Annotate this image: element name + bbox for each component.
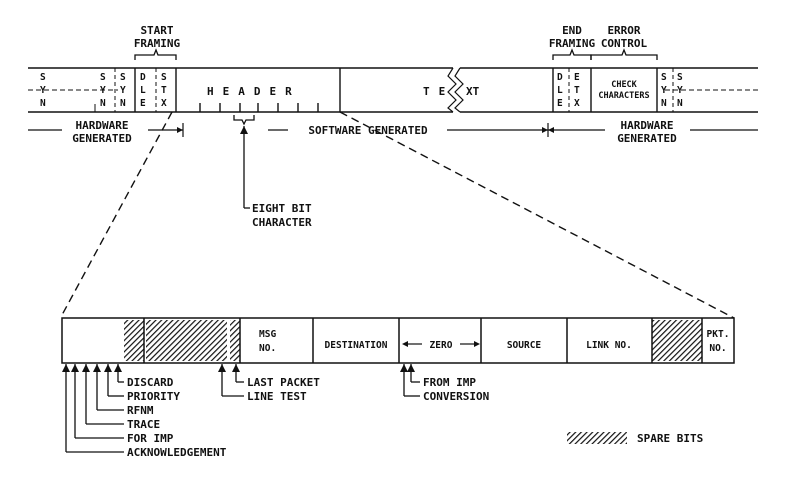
pkt-no-label-1: PKT. xyxy=(707,329,730,340)
hardware-generated-left-1: HARDWARE xyxy=(76,119,129,132)
flag-leaders xyxy=(65,364,420,453)
eight-bit-callout xyxy=(233,115,255,209)
syn-1-n: N xyxy=(40,98,46,109)
text-field-right: XT xyxy=(466,85,480,98)
dle-end-l: L xyxy=(557,85,563,96)
dle-end-d: D xyxy=(557,72,563,83)
pkt-no-label-2: NO. xyxy=(709,343,726,354)
check-label-1: CHECK xyxy=(611,80,637,90)
header-detail-box xyxy=(61,317,735,364)
syn-3-y: Y xyxy=(120,85,126,96)
etx-t: T xyxy=(574,85,580,96)
end-framing-label-1: END xyxy=(562,24,582,37)
top-frame xyxy=(28,67,758,113)
syn-end-2-y: Y xyxy=(677,85,683,96)
stx-t: T xyxy=(161,85,167,96)
eight-bit-label-2: CHARACTER xyxy=(252,216,312,229)
last-packet-label: LAST PACKET xyxy=(247,376,320,389)
line-test-label: LINE TEST xyxy=(247,390,307,403)
dle-end-e: E xyxy=(557,98,563,109)
syn-end-1-n: N xyxy=(661,98,667,109)
syn-3-s: S xyxy=(120,72,126,83)
syn-end-1-s: S xyxy=(661,72,667,83)
dle-start-d: D xyxy=(140,72,146,83)
from-imp-label: FROM IMP xyxy=(423,376,476,389)
spare-bits-label: SPARE BITS xyxy=(637,432,703,445)
syn-2-s: S xyxy=(100,72,106,83)
end-framing-label-2: FRAMING xyxy=(549,37,596,50)
start-framing-label-2: FRAMING xyxy=(134,37,181,50)
rfnm-label: RFNM xyxy=(127,404,154,417)
syn-2-n: N xyxy=(100,98,106,109)
syn-2-y: Y xyxy=(100,85,106,96)
dle-start-e: E xyxy=(140,98,146,109)
stx-x: X xyxy=(161,98,167,109)
syn-end-2-n: N xyxy=(677,98,683,109)
text-field-left: TE xyxy=(423,85,454,98)
syn-group-left: S Y N S Y N S Y N D L E S T X xyxy=(40,72,167,109)
trace-label: TRACE xyxy=(127,418,160,431)
start-framing-label-1: START xyxy=(140,24,173,37)
msg-no-label-2: NO. xyxy=(259,343,276,354)
hardware-generated-left-2: GENERATED xyxy=(72,132,132,145)
eight-bit-label-1: EIGHT BIT xyxy=(252,202,312,215)
destination-label: DESTINATION xyxy=(325,340,388,351)
conversion-label: CONVERSION xyxy=(423,390,489,403)
syn-1-s: S xyxy=(40,72,46,83)
discard-label: DISCARD xyxy=(127,376,174,389)
flag-arrowheads xyxy=(62,364,415,372)
etx-x: X xyxy=(574,98,580,109)
generation-span xyxy=(28,123,758,137)
zero-arrows xyxy=(402,341,480,347)
syn-1-y: Y xyxy=(40,85,46,96)
header-field-label: HEADER xyxy=(207,85,301,98)
link-no-label: LINK NO. xyxy=(586,340,632,351)
stx-s: S xyxy=(161,72,167,83)
brackets-top xyxy=(134,48,658,60)
software-generated-label: SOFTWARE GENERATED xyxy=(308,124,428,137)
hardware-generated-right-1: HARDWARE xyxy=(621,119,674,132)
syn-end-1-y: Y xyxy=(661,85,667,96)
hardware-generated-right-2: GENERATED xyxy=(617,132,677,145)
acknowledgement-label: ACKNOWLEDGEMENT xyxy=(127,446,227,459)
syn-3-n: N xyxy=(120,98,126,109)
etx-e: E xyxy=(574,72,580,83)
end-group-right: D L E E T X S Y N S Y N xyxy=(557,72,683,109)
source-label: SOURCE xyxy=(507,340,542,351)
zero-label: ZERO xyxy=(430,340,453,351)
syn-end-2-s: S xyxy=(677,72,683,83)
for-imp-label: FOR IMP xyxy=(127,432,174,445)
check-label-2: CHARACTERS xyxy=(598,91,649,101)
error-control-label-1: ERROR xyxy=(607,24,640,37)
error-control-label-2: CONTROL xyxy=(601,37,648,50)
spare-bits-swatch xyxy=(567,432,627,444)
priority-label: PRIORITY xyxy=(127,390,180,403)
msg-no-label-1: MSG xyxy=(259,329,276,340)
expansion-lines xyxy=(61,111,735,319)
dle-start-l: L xyxy=(140,85,146,96)
